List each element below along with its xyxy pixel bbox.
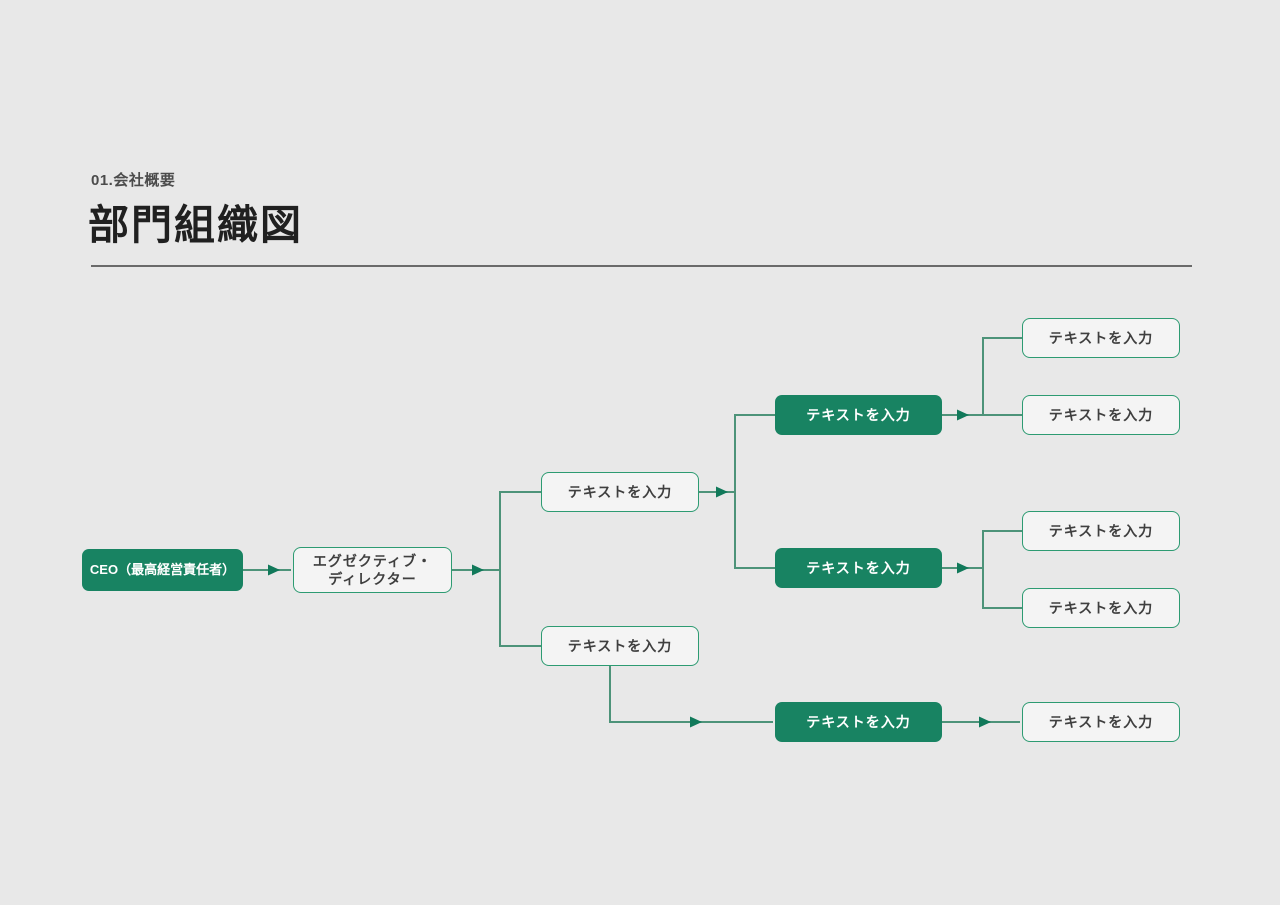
org-node-label: テキストを入力 — [1048, 713, 1154, 730]
org-node-ceo[interactable]: CEO（最高経営責任者） — [82, 549, 243, 591]
arrow-icon — [957, 562, 969, 574]
arrow-icon — [716, 486, 728, 498]
arrow-icon — [472, 564, 484, 576]
connector-exec-children — [452, 491, 541, 647]
arrow-icon — [268, 564, 280, 576]
org-node-label: テキストを入力 — [1048, 522, 1154, 539]
org-node-leaf-5[interactable]: テキストを入力 — [1022, 702, 1180, 742]
org-node-leaf-4[interactable]: テキストを入力 — [1022, 588, 1180, 628]
connector-deptbottom-team3 — [609, 666, 773, 723]
org-node-leaf-2[interactable]: テキストを入力 — [1022, 395, 1180, 435]
org-node-team-3[interactable]: テキストを入力 — [775, 702, 942, 742]
page-title: 部門組織図 — [88, 202, 303, 248]
org-node-label: CEO（最高経営責任者） — [89, 561, 236, 577]
arrow-icon — [979, 716, 991, 728]
connector-team2-children — [942, 530, 1022, 609]
org-node-label: テキストを入力 — [567, 637, 673, 654]
org-node-team-2[interactable]: テキストを入力 — [775, 548, 942, 588]
connector-team1-children — [942, 337, 1022, 416]
arrow-icon — [690, 716, 702, 728]
section-label: 01.会社概要 — [91, 172, 176, 189]
org-node-label: テキストを入力 — [806, 713, 911, 730]
title-divider — [91, 265, 1192, 267]
org-node-label: テキストを入力 — [806, 559, 911, 576]
org-node-leaf-1[interactable]: テキストを入力 — [1022, 318, 1180, 358]
org-node-label-line2: ディレクター — [328, 571, 417, 587]
org-node-label: テキストを入力 — [1048, 329, 1154, 346]
org-node-leaf-3[interactable]: テキストを入力 — [1022, 511, 1180, 551]
org-node-team-1[interactable]: テキストを入力 — [775, 395, 942, 435]
org-node-dept-top[interactable]: テキストを入力 — [541, 472, 699, 512]
org-node-label: テキストを入力 — [1048, 406, 1154, 423]
arrow-icon — [957, 409, 969, 421]
org-node-dept-bottom[interactable]: テキストを入力 — [541, 626, 699, 666]
org-node-label: テキストを入力 — [806, 406, 911, 423]
org-node-executive-director[interactable]: エグゼクティブ・ ディレクター — [293, 547, 452, 593]
org-node-label: テキストを入力 — [1048, 599, 1154, 616]
org-node-label-line1: エグゼクティブ・ — [312, 552, 433, 569]
org-node-label: テキストを入力 — [567, 483, 673, 500]
connector-depttop-children — [699, 414, 775, 569]
